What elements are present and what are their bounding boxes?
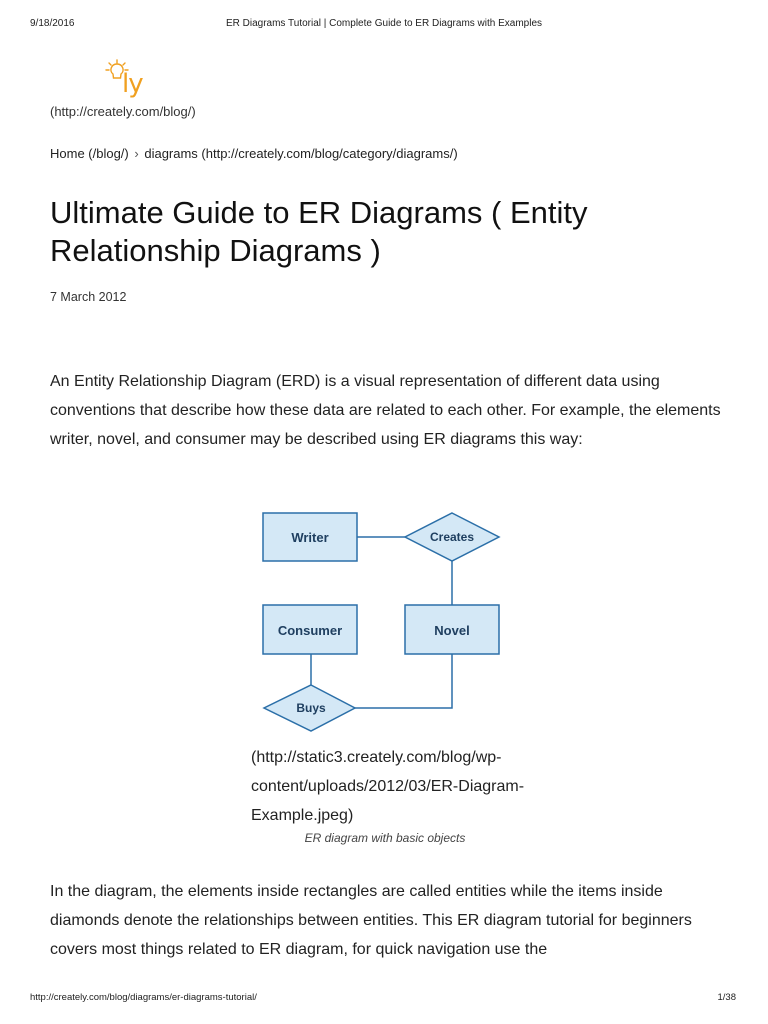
- image-source-link[interactable]: (http://static3.creately.com/blog/wp-con…: [251, 749, 525, 824]
- print-page-title: ER Diagrams Tutorial | Complete Guide to…: [225, 18, 543, 29]
- diagram-connectors: [310, 536, 453, 709]
- breadcrumb: Home (/blog/) › diagrams (http://createl…: [50, 146, 458, 161]
- body-paragraph: In the diagram, the elements inside rect…: [50, 883, 692, 958]
- logo-link-url[interactable]: (http://creately.com/blog/): [50, 104, 196, 119]
- page-title: Ultimate Guide to ER Diagrams ( Entity R…: [50, 195, 588, 268]
- relationship-buys-label: Buys: [296, 701, 326, 715]
- post-date: 7 March 2012: [50, 290, 127, 304]
- lightbulb-icon: [105, 59, 129, 79]
- relationship-creates[interactable]: Creates: [403, 512, 501, 562]
- logo-text: ly: [122, 69, 144, 99]
- entity-writer-label: Writer: [291, 530, 328, 545]
- print-footer: http://creately.com/blog/diagrams/er-dia…: [0, 992, 768, 1006]
- breadcrumb-separator: ›: [134, 146, 139, 161]
- print-page-number: 1/38: [717, 992, 737, 1003]
- relationship-creates-label: Creates: [430, 530, 474, 544]
- entity-consumer-label: Consumer: [278, 623, 342, 638]
- image-caption: ER diagram with basic objects: [0, 831, 768, 845]
- entity-novel-label: Novel: [434, 623, 469, 638]
- entity-novel[interactable]: Novel: [404, 604, 500, 655]
- entity-writer[interactable]: Writer: [262, 512, 358, 562]
- relationship-buys[interactable]: Buys: [262, 684, 357, 732]
- print-date: 9/18/2016: [30, 18, 75, 29]
- breadcrumb-home[interactable]: Home (/blog/): [50, 146, 129, 161]
- print-footer-url: http://creately.com/blog/diagrams/er-dia…: [30, 992, 257, 1003]
- print-header: 9/18/2016 ER Diagrams Tutorial | Complet…: [0, 18, 768, 32]
- intro-paragraph: An Entity Relationship Diagram (ERD) is …: [50, 373, 721, 448]
- creately-logo[interactable]: ly: [103, 58, 163, 100]
- breadcrumb-category[interactable]: diagrams (http://creately.com/blog/categ…: [144, 146, 458, 161]
- entity-consumer[interactable]: Consumer: [262, 604, 358, 655]
- er-diagram[interactable]: Writer Creates Consumer Novel Buys: [255, 505, 510, 740]
- image-caption-text: ER diagram with basic objects: [304, 831, 466, 845]
